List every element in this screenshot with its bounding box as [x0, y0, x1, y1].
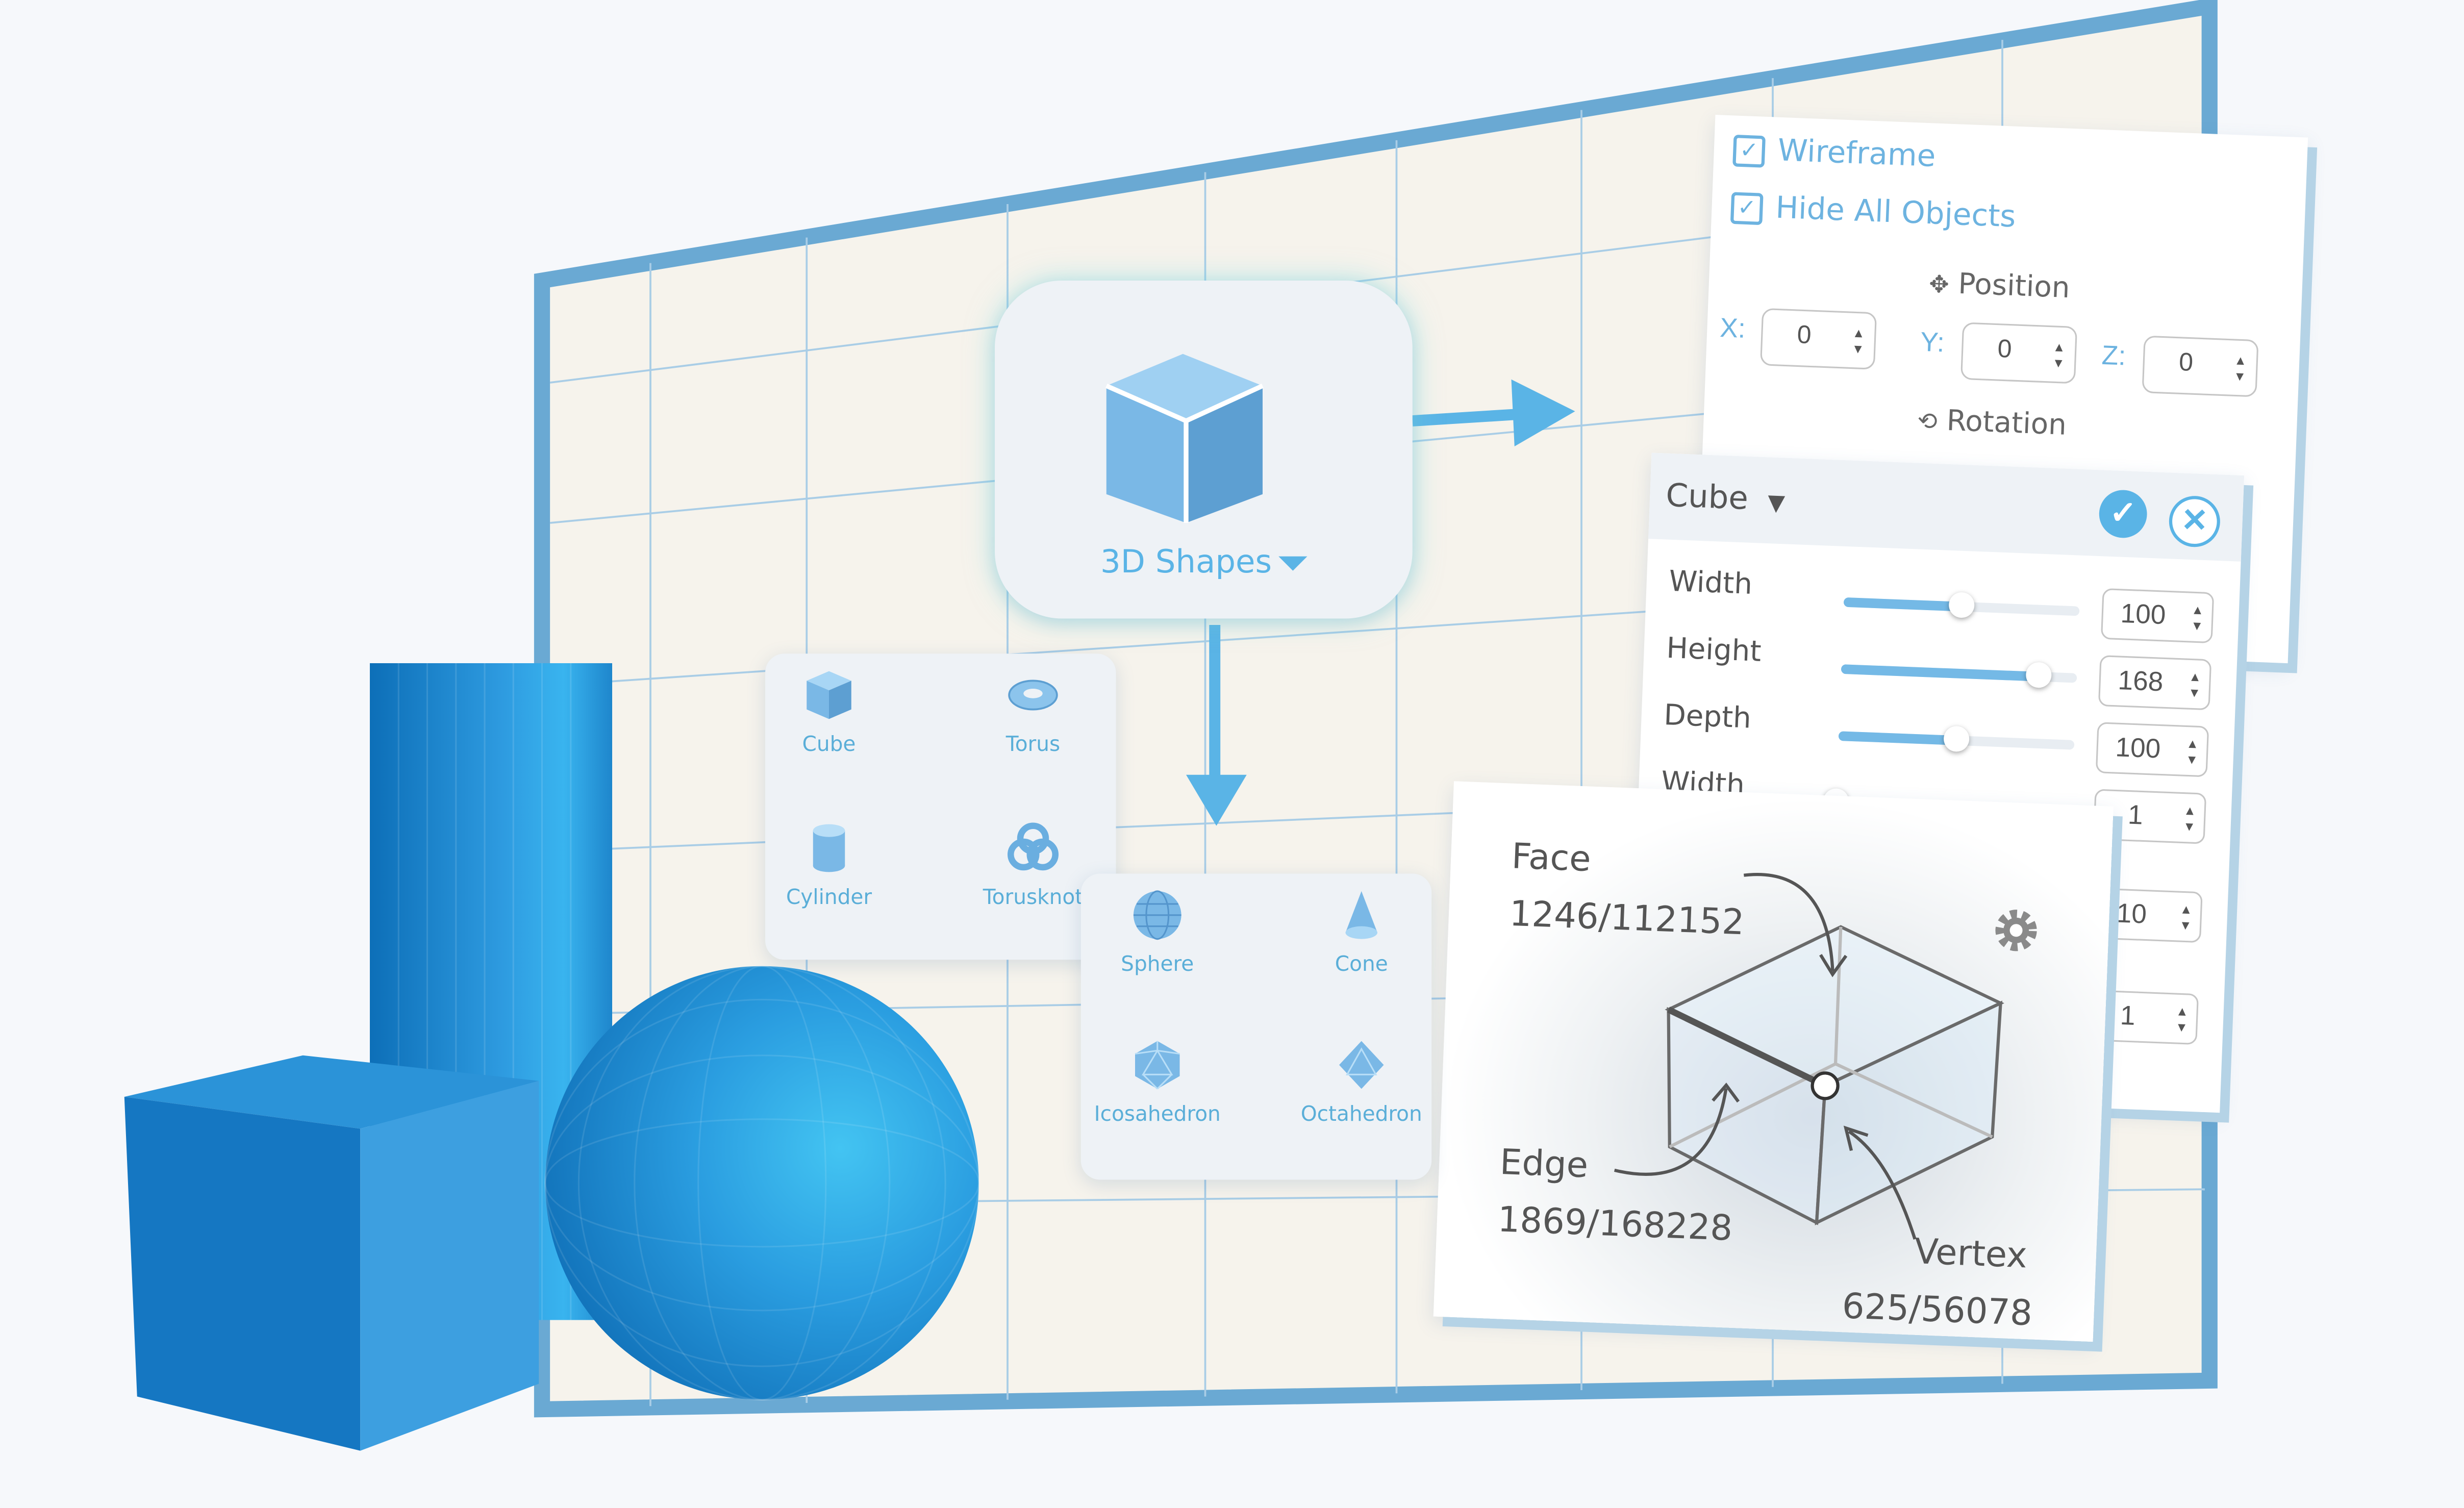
cube-large-icon [1105, 354, 1264, 523]
shape-option-icosahedron[interactable]: Icosahedron [1062, 1036, 1253, 1127]
wireframe-box-illustration [1665, 925, 2004, 1225]
cube-label: Cube [802, 733, 856, 758]
mesh-statistics-panel: Face 1246/112152 Edge 1869/168228 Vertex… [1433, 781, 2114, 1342]
mesh-diagram [1614, 873, 2037, 1240]
icosahedron-label: Icosahedron [1094, 1103, 1221, 1127]
shape-option-cube[interactable]: Cube [734, 666, 925, 757]
annotation-arrows [1614, 873, 1917, 1240]
sphere-3d-model [544, 965, 980, 1401]
dropdown-arrow-icon [1278, 556, 1307, 571]
shape-picker-secondary: Sphere Cone Icosahedron [1080, 873, 1432, 1180]
torus-label: Torus [1005, 733, 1061, 758]
cone-icon [1345, 891, 1377, 939]
torusknot-label: Torusknot [983, 886, 1084, 911]
shape-option-cone[interactable]: Cone [1266, 887, 1457, 977]
shape-picker-primary: Cube Torus Cylinder [765, 654, 1116, 960]
cube-icon [807, 671, 851, 719]
3d-shapes-menu-button[interactable]: 3D Shapes [995, 281, 1413, 619]
cylinder-icon [813, 824, 845, 872]
sphere-label: Sphere [1121, 953, 1194, 977]
torus-icon [1008, 680, 1058, 711]
cone-label: Cone [1335, 953, 1388, 977]
icosahedron-icon [1135, 1041, 1180, 1090]
shape-option-cylinder[interactable]: Cylinder [734, 819, 925, 910]
octahedron-label: Octahedron [1300, 1103, 1422, 1127]
shape-option-torus[interactable]: Torus [938, 666, 1129, 757]
down-arrow-icon [1186, 625, 1247, 826]
3d-shapes-label: 3D Shapes [995, 542, 1413, 581]
shape-option-sphere[interactable]: Sphere [1062, 887, 1253, 977]
right-arrow-icon [1412, 379, 1575, 446]
sphere-icon [1133, 890, 1181, 940]
torusknot-icon [1008, 822, 1059, 871]
cylinder-label: Cylinder [786, 886, 872, 911]
shape-option-torusknot[interactable]: Torusknot [938, 819, 1129, 910]
cube-3d-model [124, 1055, 539, 1451]
octahedron-icon [1339, 1041, 1384, 1089]
3d-shapes-title: 3D Shapes [1100, 542, 1272, 581]
shape-option-octahedron[interactable]: Octahedron [1266, 1036, 1457, 1127]
